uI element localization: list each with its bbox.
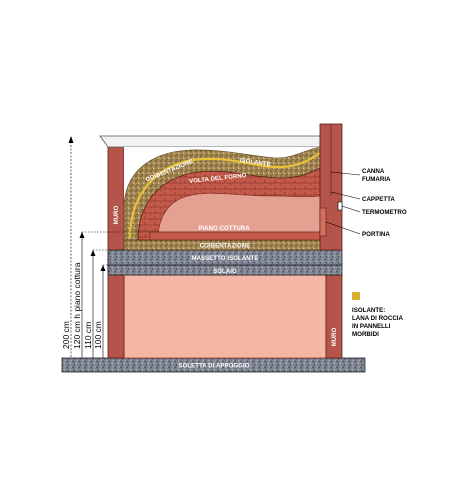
callout-portina: PORTINA xyxy=(362,231,390,238)
oven-cooking-chamber xyxy=(157,193,321,241)
callout-canna-fumaria-2: FUMARIA xyxy=(362,176,391,183)
callout-line-termometro xyxy=(341,205,361,213)
roof xyxy=(99,135,321,148)
muro-right-label: MURO xyxy=(332,327,338,346)
dim-arrow-120 xyxy=(79,232,85,238)
isolante-top-label: ISOLANTE xyxy=(239,158,271,168)
portina-door xyxy=(319,207,327,237)
base-chamber xyxy=(123,274,327,359)
dim-label-100: 100 cm xyxy=(93,321,103,349)
callout-line-portina xyxy=(325,221,361,235)
isolante-line xyxy=(128,152,321,239)
callout-canna-fumaria-1: CANNA xyxy=(362,168,385,175)
massetto-isolante-label: MASSETTO ISOLANTE xyxy=(192,256,259,262)
termometro-marker xyxy=(337,201,343,211)
legend-line1: LANA DI ROCCIA xyxy=(352,315,404,322)
soletta-label: SOLETTA DI APPOGGIO xyxy=(178,364,249,370)
coibentazione-bottom-label: COIBENTAZIONE xyxy=(200,244,251,250)
callout-line-canna xyxy=(330,171,361,176)
dim-label-200: 200 cm xyxy=(61,321,71,349)
callout-termometro: TERMOMETRO xyxy=(362,209,407,216)
legend-line3: MORBIDI xyxy=(352,331,379,338)
piano-cottura-floor xyxy=(149,231,321,241)
solaio-label: SOLAIO xyxy=(213,269,237,275)
callout-cappetta: CAPPETTA xyxy=(362,196,395,203)
legend-title: ISOLANTE: xyxy=(352,307,385,314)
muro-left-label: MURO xyxy=(114,205,120,224)
dim-arrow-110 xyxy=(90,250,96,256)
dim-arrow-200 xyxy=(68,136,74,143)
legend-isolante-swatch xyxy=(352,292,360,300)
dim-label-120: 120 cm h piano cottura xyxy=(72,262,82,349)
callout-line-cappetta xyxy=(330,191,361,200)
dim-arrow-100 xyxy=(100,265,106,271)
dim-label-110: 110 cm xyxy=(83,322,93,349)
legend-line2: IN PANNELLI xyxy=(352,323,391,330)
piano-cottura-label: PIANO COTTURA xyxy=(198,226,250,232)
